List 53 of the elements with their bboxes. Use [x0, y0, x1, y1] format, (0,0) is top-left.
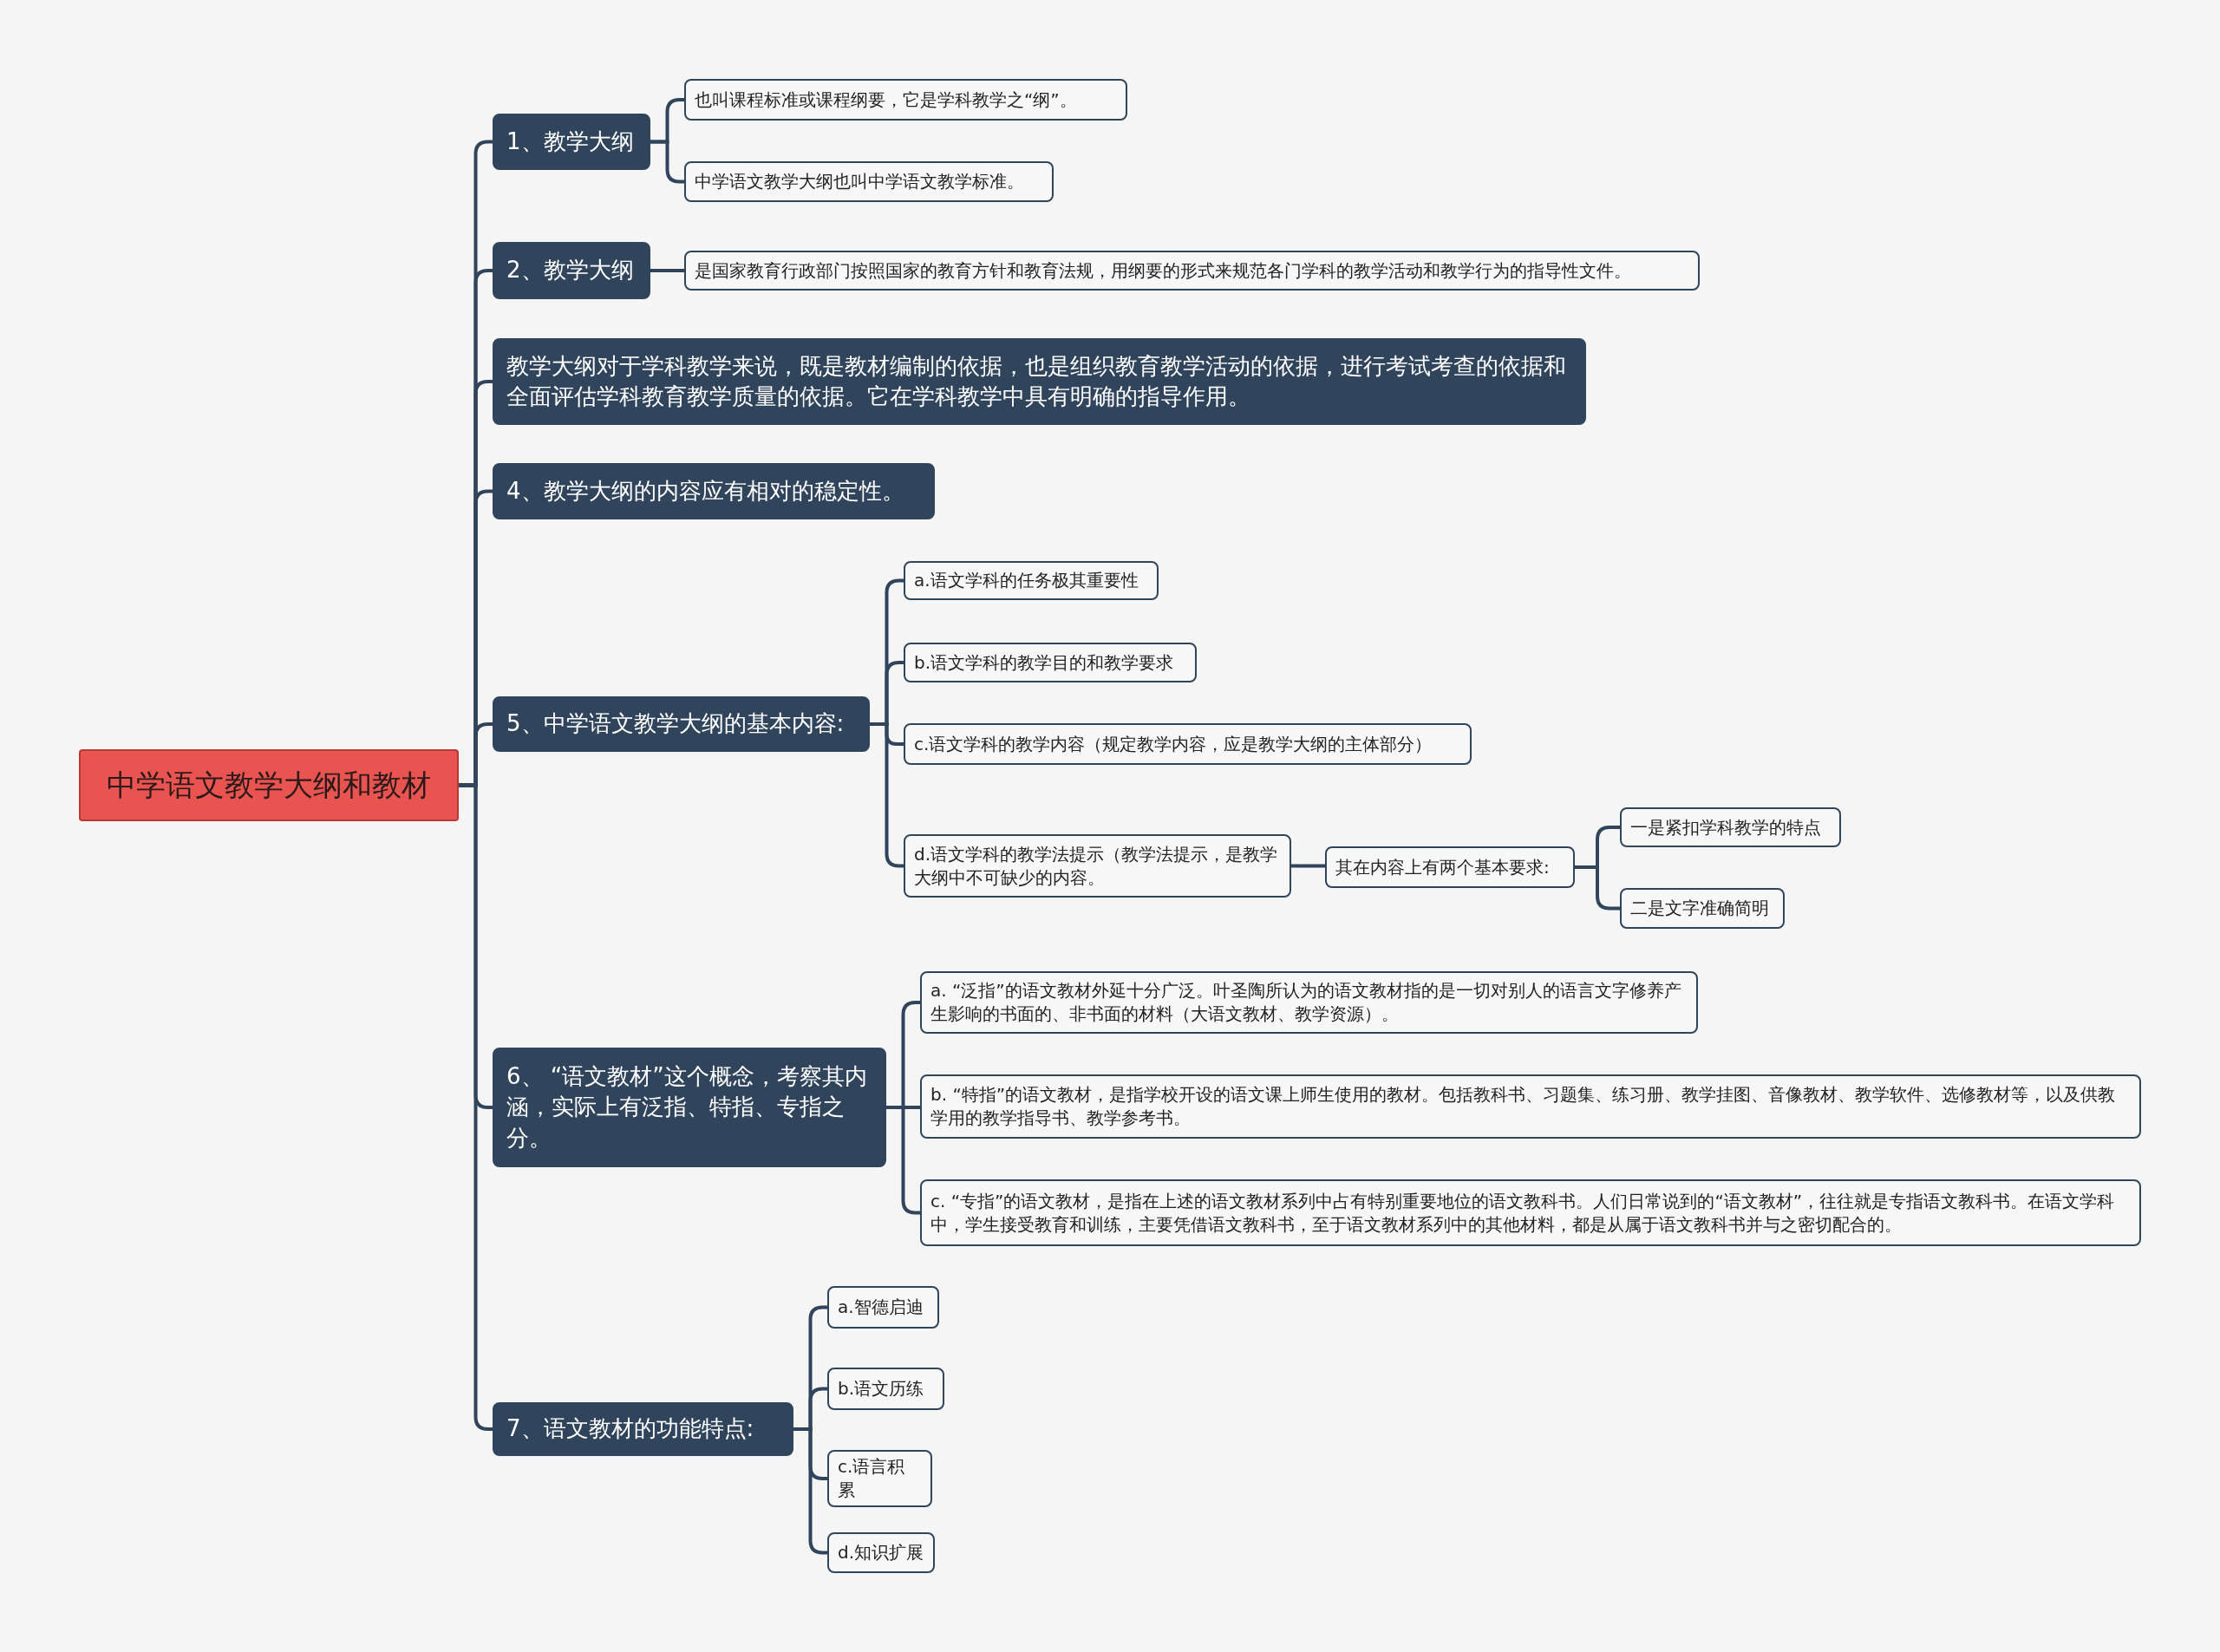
- topic-text: c.语言积累: [838, 1455, 906, 1502]
- connector-line: [1291, 864, 1325, 868]
- subtopic: [920, 971, 1698, 1034]
- subtopic: [684, 251, 1700, 291]
- topic-text: d.知识扩展: [838, 1541, 924, 1564]
- topic-text: 1、教学大纲: [506, 127, 634, 156]
- topic-text: 5、中学语文教学大纲的基本内容:: [506, 709, 845, 739]
- topic-text: c.语文学科的教学内容（规定教学内容，应是教学大纲的主体部分）: [914, 732, 1433, 756]
- topic-text: 4、教学大纲的内容应有相对的稳定性。: [506, 476, 904, 506]
- subtopic: [904, 561, 1159, 600]
- subtopic: [1620, 807, 1841, 847]
- subtopic: [1325, 846, 1575, 888]
- topic-text: a.语文学科的任务极其重要性: [914, 569, 1139, 592]
- subtopic: [920, 1179, 2141, 1246]
- subtopic: [684, 161, 1054, 202]
- topic-text: 6、 “语文教材”这个概念，考察其内涵，实际上有泛指、特指、专指之分。: [506, 1062, 868, 1152]
- topic-text: 是国家教育行政部门按照国家的教育方针和教育法规，用纲要的形式来规范各门学科的教学活动和教学行为的指导性文件。: [695, 258, 1631, 283]
- topic-text: d.语文学科的教学法提示（教学法提示，是教学大纲中不可缺少的内容。: [914, 842, 1279, 890]
- topic-text: 2、教学大纲: [506, 256, 634, 285]
- topic-text: c. “专指”的语文教材，是指在上述的语文教材系列中占有特别重要地位的语文教科书。人们日常说到的“语文教材”，往往就是专指语文教科书。在语文学科中，学生接受教育和训练，主要凭借语文教科书，至于语文教材系列中的其他材料，都是从属于语文教科书并与之密切配合的。: [930, 1189, 2116, 1237]
- subtopic: [827, 1450, 932, 1507]
- main-topic: [493, 114, 650, 170]
- connector-line: [650, 269, 684, 272]
- topic-text: 7、语文教材的功能特点:: [506, 1414, 754, 1444]
- topic-text: 也叫课程标准或课程纲要，它是学科教学之“纲”。: [695, 88, 1077, 112]
- topic-text: b.语文历练: [838, 1377, 924, 1401]
- topic-text: a.智德启迪: [838, 1296, 924, 1319]
- topic-text: 教学大纲对于学科教学来说，既是教材编制的依据，也是组织教育教学活动的依据，进行考试考查的依据和全面评估学科教育教学质量的依据。它在学科教学中具有明确的指导作用。: [506, 351, 1567, 411]
- subtopic: [920, 1074, 2141, 1139]
- topic-text: 一是紧扣学科教学的特点: [1630, 815, 1821, 839]
- main-topic: [493, 696, 870, 752]
- subtopic: [827, 1368, 944, 1410]
- main-topic: [493, 1402, 793, 1456]
- topic-text: 中学语文教学大纲也叫中学语文教学标准。: [695, 170, 1024, 193]
- main-topic: [493, 242, 650, 299]
- subtopic: [1620, 888, 1785, 929]
- connector-line: [650, 140, 684, 184]
- subtopic: [684, 79, 1127, 121]
- topic-text: b.语文学科的教学目的和教学要求: [914, 650, 1174, 675]
- subtopic: [827, 1532, 935, 1573]
- topic-text: a. “泛指”的语文教材外延十分广泛。叶圣陶所认为的语文教材指的是一切对别人的语言文字修养产生影响的书面的、非书面的材料（大语文教材、教学资源）。: [930, 979, 1682, 1026]
- subtopic: [904, 723, 1472, 765]
- subtopic: [904, 643, 1197, 682]
- main-topic: [493, 1048, 886, 1167]
- topic-text: 二是文字准确简明: [1630, 897, 1769, 920]
- subtopic: [904, 834, 1291, 898]
- subtopic: [827, 1286, 939, 1329]
- main-topic: [493, 463, 935, 519]
- root-topic: [79, 749, 459, 821]
- topic-text: 其在内容上有两个基本要求:: [1335, 855, 1550, 879]
- main-topic: [493, 338, 1586, 425]
- topic-text: 中学语文教学大纲和教材: [107, 766, 431, 804]
- topic-text: b. “特指”的语文教材，是指学校开设的语文课上师生使用的教材。包括教科书、习题集、练习册、教学挂图、音像教材、教学软件、选修教材等，以及供教学用的教学指导书、教学参考书。: [930, 1083, 2117, 1130]
